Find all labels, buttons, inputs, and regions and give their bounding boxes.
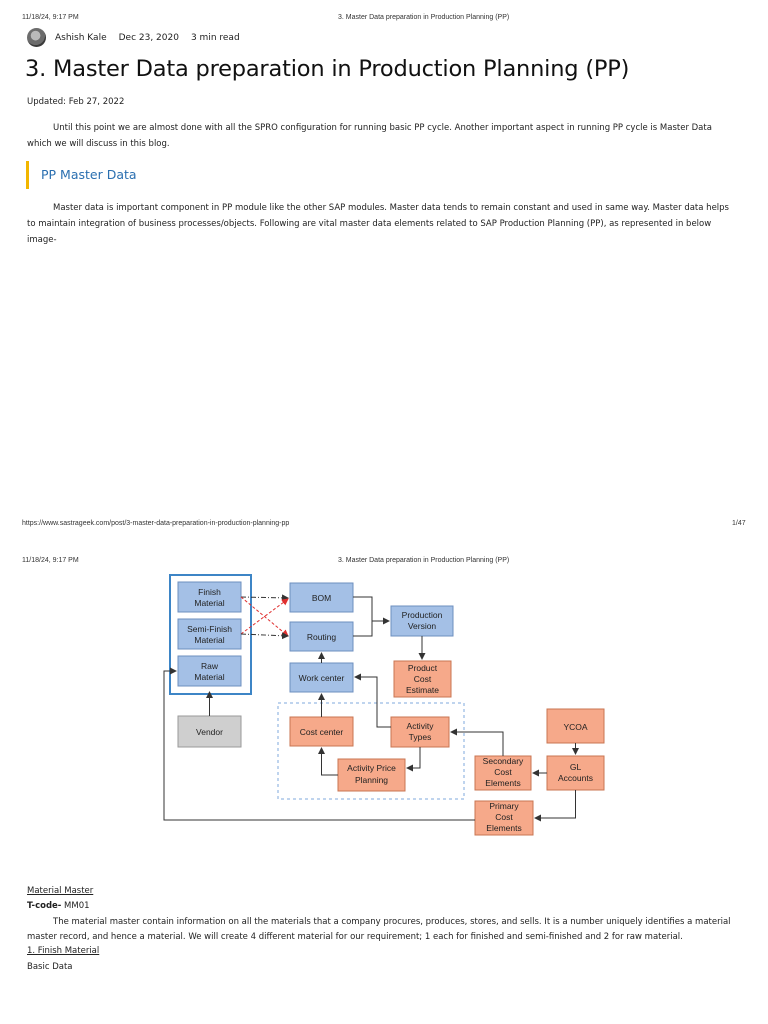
- bom-routing-bracket: [353, 597, 372, 636]
- bom-label: BOM: [312, 593, 331, 603]
- page-title: 3. Master Data preparation in Production…: [25, 56, 629, 82]
- activity-types-label-1: Activity: [407, 721, 435, 731]
- tcode-line: T-code- MM01: [27, 901, 90, 911]
- pp-master-data-diagram: Finish Material Semi-Finish Material Raw…: [155, 566, 615, 836]
- raw-material-label-1: Raw: [201, 661, 219, 671]
- raw-material-box: Raw Material: [178, 656, 241, 686]
- material-master-heading: Material Master: [27, 886, 93, 896]
- section-paragraph: Master data is important component in PP…: [27, 200, 739, 248]
- primary-cost-elements-box: Primary Cost Elements: [475, 801, 533, 835]
- post-date: Dec 23, 2020: [119, 33, 179, 43]
- activity-types-label-2: Types: [409, 732, 432, 742]
- semi-to-routing-arrow: [241, 634, 288, 636]
- production-version-label-1: Production: [402, 610, 443, 620]
- product-cost-estimate-label-3: Estimate: [406, 685, 439, 695]
- secondary-cost-elements-label-2: Cost: [494, 767, 512, 777]
- vendor-label: Vendor: [196, 727, 223, 737]
- activity-types-to-price-planning-arrow: [407, 747, 420, 768]
- print-timestamp-2: 11/18/24, 9:17 PM: [22, 557, 79, 564]
- section-heading: PP Master Data: [26, 161, 137, 189]
- print-timestamp: 11/18/24, 9:17 PM: [22, 14, 79, 21]
- read-time: 3 min read: [191, 33, 240, 43]
- updated-date: Updated: Feb 27, 2022: [27, 97, 124, 107]
- author-name[interactable]: Ashish Kale: [55, 33, 107, 43]
- gl-accounts-label-2: Accounts: [558, 773, 593, 783]
- activity-types-box: Activity Types: [391, 717, 449, 747]
- secondary-cost-elements-label-3: Elements: [485, 778, 520, 788]
- activity-price-planning-box: Activity Price Planning: [338, 759, 405, 791]
- secondary-to-activity-types-arrow: [451, 732, 503, 756]
- secondary-cost-elements-box: Secondary Cost Elements: [475, 756, 531, 790]
- gl-accounts-label-1: GL: [570, 762, 582, 772]
- product-cost-estimate-label-1: Product: [408, 663, 438, 673]
- author-row: Ashish Kale Dec 23, 2020 3 min read: [27, 28, 252, 47]
- product-cost-estimate-box: Product Cost Estimate: [394, 661, 451, 697]
- ycoa-label: YCOA: [563, 722, 587, 732]
- finish-material-subheading: 1. Finish Material: [27, 946, 99, 956]
- finish-to-routing-arrow: [241, 597, 288, 636]
- print-url[interactable]: https://www.sastrageek.com/post/3-master…: [22, 520, 289, 527]
- production-version-box: Production Version: [391, 606, 453, 636]
- finish-to-bom-arrow: [241, 597, 288, 598]
- gl-accounts-box: GL Accounts: [547, 756, 604, 790]
- price-planning-to-cost-center-arrow: [322, 748, 339, 775]
- basic-data-subheading: Basic Data: [27, 962, 73, 972]
- cost-center-label: Cost center: [300, 727, 344, 737]
- avatar[interactable]: [27, 28, 46, 47]
- material-master-paragraph: The material master contain information …: [27, 915, 739, 945]
- activity-price-planning-label-2: Planning: [355, 775, 388, 785]
- routing-label: Routing: [307, 632, 337, 642]
- semi-finish-material-label-1: Semi-Finish: [187, 624, 232, 634]
- primary-cost-elements-label-2: Cost: [495, 812, 513, 822]
- semi-finish-material-label-2: Material: [194, 635, 224, 645]
- print-page-number: 1/47: [732, 520, 746, 527]
- activity-price-planning-label-1: Activity Price: [347, 763, 396, 773]
- semi-finish-material-box: Semi-Finish Material: [178, 619, 241, 649]
- finish-material-label-1: Finish: [198, 587, 221, 597]
- product-cost-estimate-label-2: Cost: [414, 674, 432, 684]
- work-center-label: Work center: [299, 673, 345, 683]
- activity-types-to-work-center-arrow: [355, 677, 391, 727]
- finish-material-box: Finish Material: [178, 582, 241, 612]
- production-version-label-2: Version: [408, 621, 437, 631]
- print-title: 3. Master Data preparation in Production…: [338, 14, 509, 21]
- raw-material-label-2: Material: [194, 672, 224, 682]
- secondary-cost-elements-label-1: Secondary: [483, 756, 524, 766]
- gl-to-primary-arrow: [535, 790, 576, 818]
- finish-material-label-2: Material: [194, 598, 224, 608]
- intro-paragraph: Until this point we are almost done with…: [27, 120, 739, 152]
- print-title-2: 3. Master Data preparation in Production…: [338, 557, 509, 564]
- primary-cost-elements-label-3: Elements: [486, 823, 521, 833]
- primary-cost-elements-label-1: Primary: [489, 801, 519, 811]
